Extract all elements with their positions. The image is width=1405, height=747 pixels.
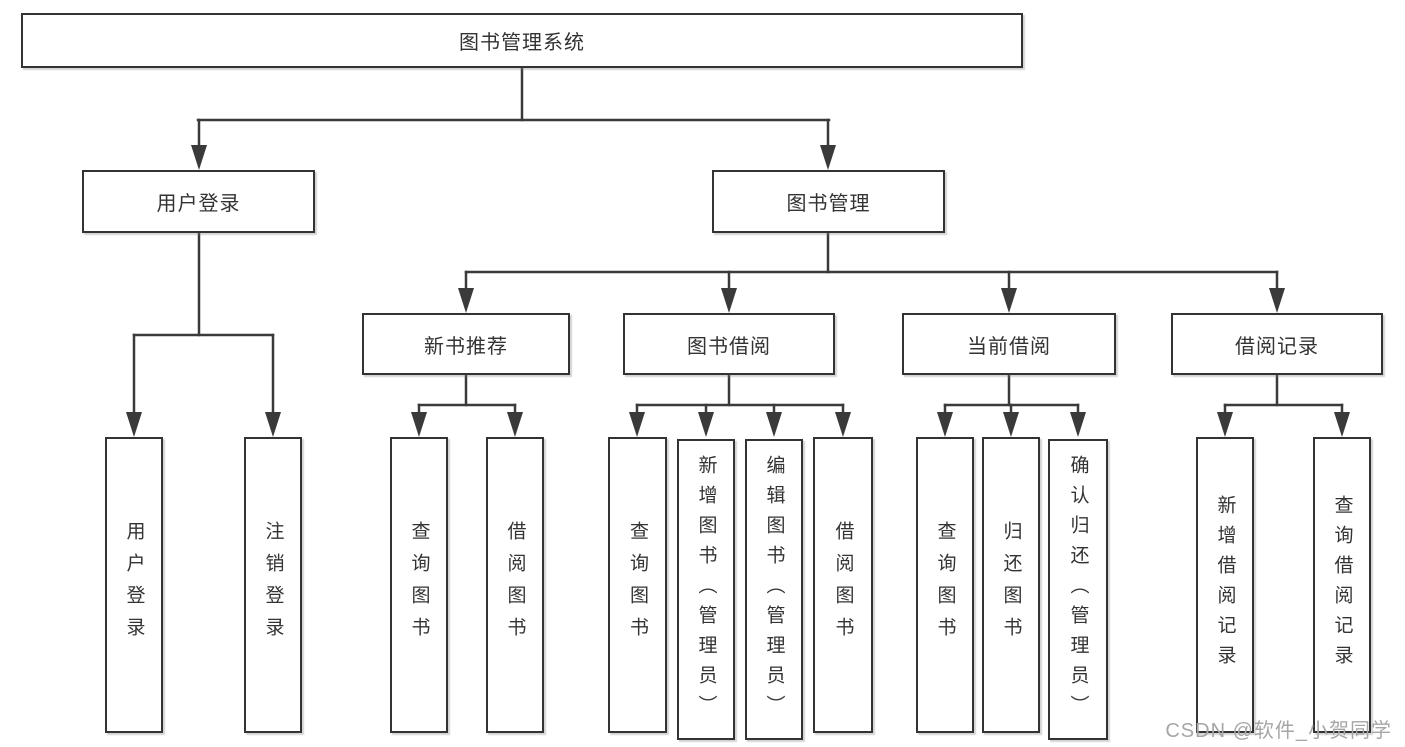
connector-user-login-children [126,231,281,437]
leaf-add-books-admin: 新增图书（管理员） [677,439,735,740]
node-book-borrow: 图书借阅 [623,313,835,375]
leaf-confirm-return-admin: 确认归还（管理员） [1048,439,1108,740]
connector-root-to-level2 [191,66,836,170]
node-borrow-records: 借阅记录 [1171,313,1383,375]
connector-book-mgmt-to-level3 [458,231,1285,313]
node-root: 图书管理系统 [21,13,1023,68]
watermark-text: CSDN @软件_小贺同学 [1165,720,1392,742]
connector-book-borrow-children [629,373,851,437]
node-user-login: 用户登录 [82,170,315,233]
leaf-query-books-current: 查询图书 [916,437,974,733]
leaf-query-borrow-record: 查询借阅记录 [1313,437,1371,733]
node-book-management: 图书管理 [712,170,945,233]
leaf-borrow-books: 借阅图书 [813,437,873,733]
node-current-borrow: 当前借阅 [902,313,1116,375]
connector-current-borrow-children [937,373,1086,437]
leaf-query-books-recommend: 查询图书 [390,437,448,733]
leaf-add-borrow-record: 新增借阅记录 [1196,437,1254,733]
leaf-edit-books-admin: 编辑图书（管理员） [745,439,803,740]
leaf-query-books-borrow: 查询图书 [608,437,667,733]
leaf-borrow-books-recommend: 借阅图书 [486,437,544,733]
leaf-user-login: 用户登录 [105,437,163,733]
node-new-book-recommend: 新书推荐 [362,313,570,375]
leaf-logout: 注销登录 [244,437,302,733]
connector-borrow-records-children [1217,373,1350,437]
connector-new-book-children [411,373,523,437]
leaf-return-books: 归还图书 [982,437,1040,733]
